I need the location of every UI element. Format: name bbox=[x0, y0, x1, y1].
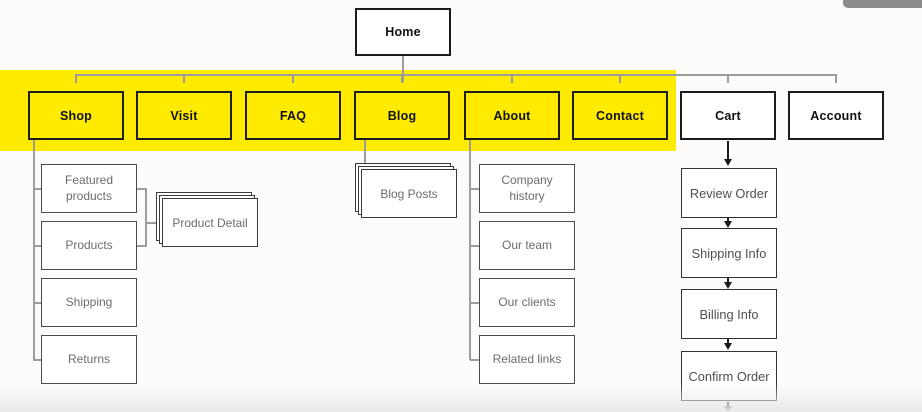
connector-stub bbox=[470, 188, 479, 190]
leaf-label: Related links bbox=[492, 351, 562, 366]
connector-tick bbox=[511, 74, 513, 83]
connector-shop-trunk bbox=[33, 140, 35, 360]
connector-tick bbox=[619, 74, 621, 83]
flow-label: Confirm Order bbox=[688, 368, 770, 384]
connector-bracket bbox=[146, 222, 162, 224]
node-blog[interactable]: Blog bbox=[354, 91, 450, 140]
stack-front: Product Detail bbox=[162, 198, 258, 247]
connector-stub bbox=[470, 245, 479, 247]
leaf-label: Company history bbox=[501, 172, 553, 203]
leaf-label: Our team bbox=[501, 237, 552, 252]
video-overlay-tab bbox=[843, 0, 922, 8]
flow-label: Billing Info bbox=[699, 306, 759, 322]
leaf-our-team[interactable]: Our team bbox=[479, 221, 575, 270]
arrow-down-icon bbox=[723, 220, 732, 228]
leaf-label: Shipping bbox=[65, 294, 113, 309]
node-visit[interactable]: Visit bbox=[136, 91, 232, 140]
flow-label: Shipping Info bbox=[691, 245, 767, 261]
leaf-label: Products bbox=[65, 237, 113, 252]
bottom-fade bbox=[0, 384, 922, 412]
leaf-label: Our clients bbox=[498, 294, 556, 309]
leaf-featured-products[interactable]: Featured products bbox=[41, 164, 137, 213]
node-account-label: Account bbox=[810, 108, 862, 123]
stack-front: Blog Posts bbox=[361, 169, 457, 218]
node-about-label: About bbox=[493, 108, 531, 123]
flow-arrow-line bbox=[727, 339, 729, 343]
leaf-our-clients[interactable]: Our clients bbox=[479, 278, 575, 327]
connector-bracket bbox=[137, 245, 147, 247]
flow-label: Review Order bbox=[689, 185, 769, 201]
node-blog-label: Blog bbox=[387, 108, 417, 123]
connector-home-drop bbox=[402, 56, 404, 82]
flow-billing-info[interactable]: Billing Info bbox=[681, 289, 777, 339]
connector-tick bbox=[75, 74, 77, 83]
connector-stub bbox=[33, 188, 41, 190]
node-home[interactable]: Home bbox=[355, 8, 451, 56]
connector-stub bbox=[470, 302, 479, 304]
connector-stub bbox=[33, 359, 41, 361]
node-faq[interactable]: FAQ bbox=[245, 91, 341, 140]
node-shop-label: Shop bbox=[59, 108, 93, 123]
connector-stub bbox=[33, 245, 41, 247]
flow-arrow-line bbox=[727, 278, 729, 282]
flow-arrow-line bbox=[727, 141, 729, 160]
connector-stub bbox=[470, 359, 479, 361]
connector-tick bbox=[727, 74, 729, 83]
flow-arrow-line bbox=[727, 218, 729, 222]
arrow-down-icon bbox=[723, 281, 732, 289]
connector-tick bbox=[835, 74, 837, 83]
connector-stub bbox=[33, 302, 41, 304]
stack-product-detail[interactable]: Product Detail bbox=[156, 192, 258, 247]
leaf-related-links[interactable]: Related links bbox=[479, 335, 575, 384]
flow-review-order[interactable]: Review Order bbox=[681, 168, 777, 218]
stack-blog-posts[interactable]: Blog Posts bbox=[355, 163, 457, 218]
node-contact-label: Contact bbox=[596, 108, 644, 123]
leaf-returns[interactable]: Returns bbox=[41, 335, 137, 384]
leaf-shipping[interactable]: Shipping bbox=[41, 278, 137, 327]
arrow-down-icon bbox=[723, 159, 732, 166]
node-home-label: Home bbox=[385, 25, 421, 39]
node-faq-label: FAQ bbox=[279, 108, 307, 123]
leaf-products[interactable]: Products bbox=[41, 221, 137, 270]
flow-shipping-info[interactable]: Shipping Info bbox=[681, 228, 777, 278]
connector-nav-rail bbox=[76, 74, 836, 76]
leaf-company-history[interactable]: Company history bbox=[479, 164, 575, 213]
node-about[interactable]: About bbox=[464, 91, 560, 140]
leaf-label: Featured products bbox=[64, 172, 114, 203]
node-cart[interactable]: Cart bbox=[680, 91, 776, 140]
flow-confirm-order[interactable]: Confirm Order bbox=[681, 351, 777, 401]
connector-tick bbox=[183, 74, 185, 83]
leaf-label: Returns bbox=[67, 351, 111, 366]
connector-bracket bbox=[137, 188, 147, 190]
node-contact[interactable]: Contact bbox=[572, 91, 668, 140]
connector-bracket bbox=[145, 188, 147, 247]
arrow-down-icon bbox=[723, 406, 732, 412]
node-shop[interactable]: Shop bbox=[28, 91, 124, 140]
stack-label: Product Detail bbox=[172, 215, 248, 230]
connector-about-trunk bbox=[469, 139, 471, 360]
arrow-down-icon bbox=[723, 343, 732, 350]
node-visit-label: Visit bbox=[170, 108, 198, 123]
stack-label: Blog Posts bbox=[380, 186, 438, 201]
connector-tick bbox=[292, 74, 294, 83]
connector-tick bbox=[401, 74, 403, 83]
connector-blog-drop bbox=[364, 140, 366, 169]
node-account[interactable]: Account bbox=[788, 91, 884, 140]
node-cart-label: Cart bbox=[715, 108, 741, 123]
